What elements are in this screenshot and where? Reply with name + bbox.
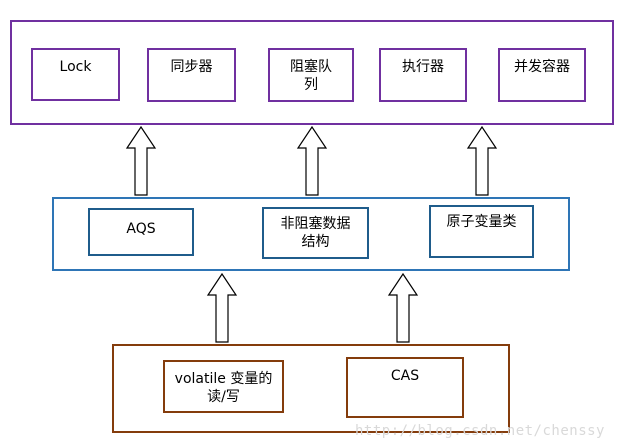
- middle-layer-container: [52, 197, 570, 271]
- atomic-variable-label: 原子变量类: [446, 214, 517, 230]
- bottom-layer-container: [112, 344, 510, 433]
- up-arrow-nonblocking-to-top: [296, 125, 328, 196]
- aqs-label: AQS: [126, 221, 156, 237]
- lock-box: Lock: [31, 48, 120, 101]
- cas-box: CAS: [346, 357, 464, 418]
- synchronizer-box: 同步器: [147, 48, 236, 102]
- blocking-queue-label: 阻塞队列: [290, 59, 332, 93]
- volatile-rw-box: volatile 变量的读/写: [163, 360, 284, 413]
- concurrent-container-box: 并发容器: [498, 48, 586, 102]
- cas-label: CAS: [390, 368, 420, 384]
- synchronizer-label: 同步器: [170, 59, 213, 75]
- up-arrow-aqs-to-top: [125, 125, 157, 196]
- up-arrow-cas-to-middle: [387, 272, 419, 343]
- concurrent-container-label: 并发容器: [514, 59, 570, 75]
- lock-label: Lock: [59, 59, 92, 75]
- nonblocking-data-structure-box: 非阻塞数据结构: [262, 207, 369, 259]
- up-arrow-volatile-to-middle: [206, 272, 238, 343]
- atomic-variable-box: 原子变量类: [429, 205, 534, 258]
- watermark-text: http://blog.csdn.net/chenssy: [354, 423, 605, 439]
- volatile-rw-label: volatile 变量的读/写: [174, 371, 273, 405]
- blocking-queue-box: 阻塞队列: [268, 48, 354, 102]
- nonblocking-data-structure-label: 非阻塞数据结构: [280, 216, 351, 250]
- executor-label: 执行器: [402, 59, 444, 75]
- top-layer-container: [10, 20, 614, 125]
- up-arrow-atomic-to-top: [466, 125, 498, 196]
- aqs-box: AQS: [88, 208, 194, 256]
- executor-box: 执行器: [379, 48, 467, 102]
